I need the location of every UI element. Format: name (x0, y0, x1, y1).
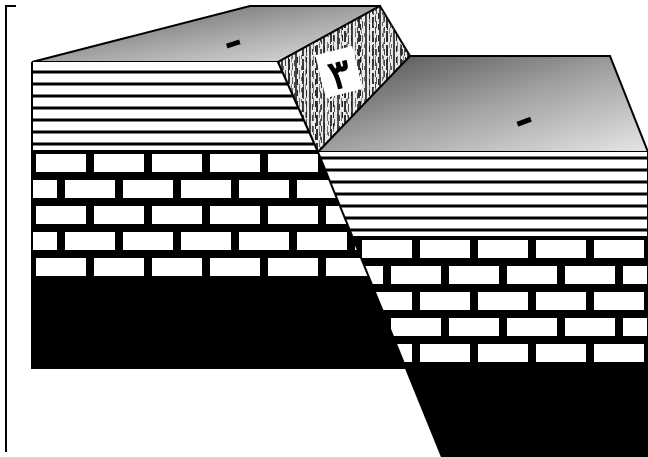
limestone-brick (420, 344, 470, 362)
limestone-brick (507, 318, 557, 336)
limestone-brick (268, 258, 318, 276)
limestone-brick (594, 292, 644, 310)
right-shale-layer (300, 158, 648, 230)
limestone-brick (362, 240, 412, 258)
limestone-brick (94, 206, 144, 224)
limestone-brick (478, 240, 528, 258)
limestone-brick (391, 318, 441, 336)
limestone-brick (210, 206, 260, 224)
limestone-brick (420, 240, 470, 258)
limestone-brick (181, 232, 231, 250)
limestone-brick (478, 292, 528, 310)
limestone-brick (565, 266, 615, 284)
limestone-brick (123, 180, 173, 198)
limestone-brick (268, 206, 318, 224)
frame (6, 6, 16, 452)
limestone-brick (478, 344, 528, 362)
limestone-brick (391, 266, 441, 284)
limestone-brick (536, 240, 586, 258)
limestone-brick (152, 258, 202, 276)
limestone-brick (239, 232, 289, 250)
limestone-brick (449, 318, 499, 336)
limestone-brick (297, 232, 347, 250)
limestone-brick (36, 258, 86, 276)
limestone-brick (65, 180, 115, 198)
limestone-brick (36, 206, 86, 224)
limestone-brick (94, 258, 144, 276)
limestone-brick (65, 232, 115, 250)
limestone-brick (420, 292, 470, 310)
limestone-brick (181, 180, 231, 198)
right-dark-layer (300, 366, 648, 457)
limestone-brick (210, 258, 260, 276)
limestone-brick (594, 344, 644, 362)
limestone-brick (123, 232, 173, 250)
limestone-brick (94, 154, 144, 172)
limestone-brick (36, 154, 86, 172)
limestone-brick (594, 240, 644, 258)
limestone-brick (623, 266, 648, 284)
limestone-brick (268, 154, 318, 172)
limestone-brick (210, 154, 260, 172)
limestone-brick (152, 154, 202, 172)
limestone-brick (623, 318, 648, 336)
limestone-brick (565, 318, 615, 336)
limestone-brick (507, 266, 557, 284)
limestone-brick (536, 344, 586, 362)
limestone-brick (536, 292, 586, 310)
limestone-brick (449, 266, 499, 284)
limestone-brick (239, 180, 289, 198)
limestone-brick (152, 206, 202, 224)
